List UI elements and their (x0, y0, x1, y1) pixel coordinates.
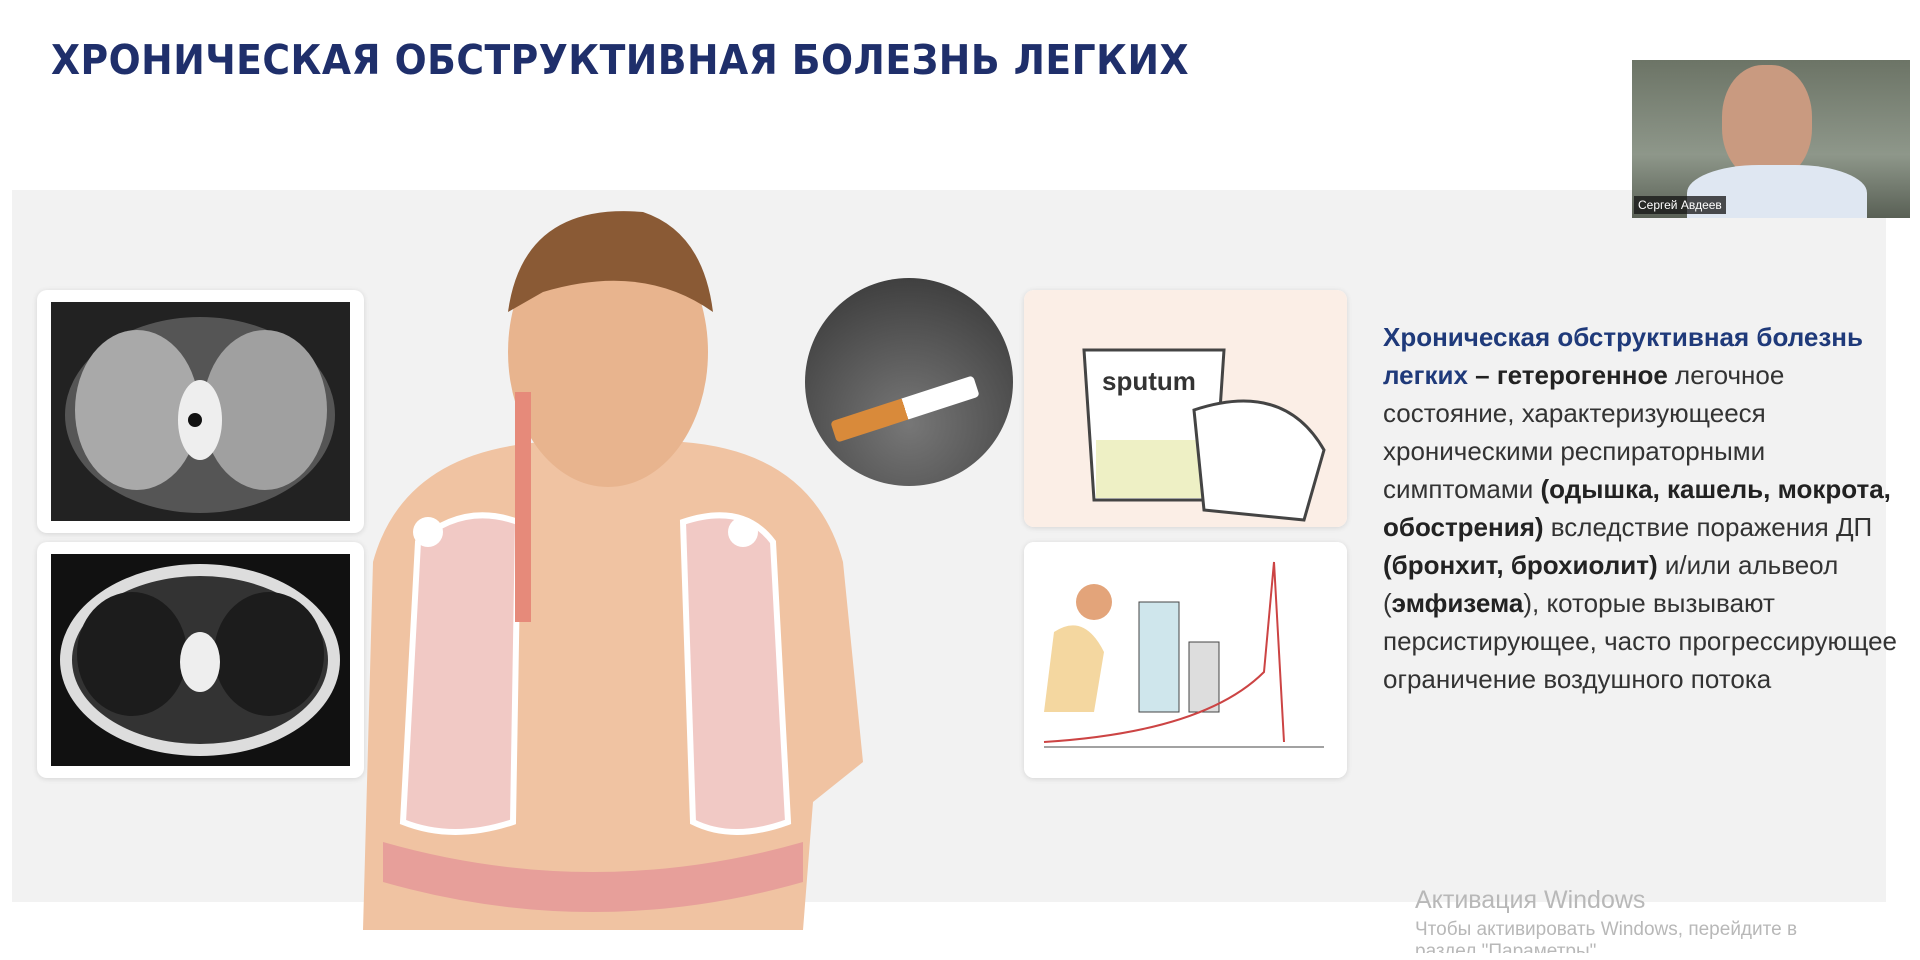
text-part: вследствие поражения ДП (1543, 512, 1873, 542)
watermark-line1: Чтобы активировать Windows, перейдите в (1415, 919, 1798, 940)
copd-term: Хроническая обструктивная болезнь легких (1383, 322, 1863, 390)
text-part: легочное состояние, характеризующееся хр… (1383, 360, 1785, 504)
text-part: ), которые вызывают персистирующее, част… (1383, 588, 1898, 694)
dash: – (1467, 360, 1497, 390)
ct-scan-image-2 (37, 542, 364, 778)
bold-airways: (бронхит, брохиолит) (1383, 550, 1658, 580)
watermark-title: Активация Windows (1415, 886, 1646, 914)
text-part: и/или альвеол ( (1383, 550, 1839, 618)
copd-definition-text: Хроническая обструктивная болезнь легких… (1383, 318, 1903, 698)
slide-title: ХРОНИЧЕСКАЯ ОБСТРУКТИВНАЯ БОЛЕЗНЬ ЛЕГКИХ (51, 36, 1190, 84)
ct-scan-image-1 (37, 290, 364, 533)
bold-emphysema: эмфизема (1391, 588, 1524, 618)
bold-symptoms: (одышка, кашель, мокрота, обострения) (1383, 474, 1891, 542)
bold-heterogeneous: гетерогенное (1496, 360, 1668, 390)
participant-name: Сергей Авдеев (1634, 196, 1726, 214)
webcam-video: Сергей Авдеев (1632, 60, 1910, 218)
sputum-image: sputum (1024, 290, 1347, 527)
spirometry-image (1024, 542, 1347, 778)
windows-activation-watermark: Активация Windows Чтобы активировать Win… (1415, 886, 1797, 953)
watermark-line2: раздел "Параметры". (1415, 941, 1602, 953)
copd-patient-illustration (343, 202, 883, 930)
speaker-face (1722, 65, 1812, 180)
cigarette-image (805, 278, 1013, 486)
sputum-label: sputum (1102, 366, 1196, 396)
